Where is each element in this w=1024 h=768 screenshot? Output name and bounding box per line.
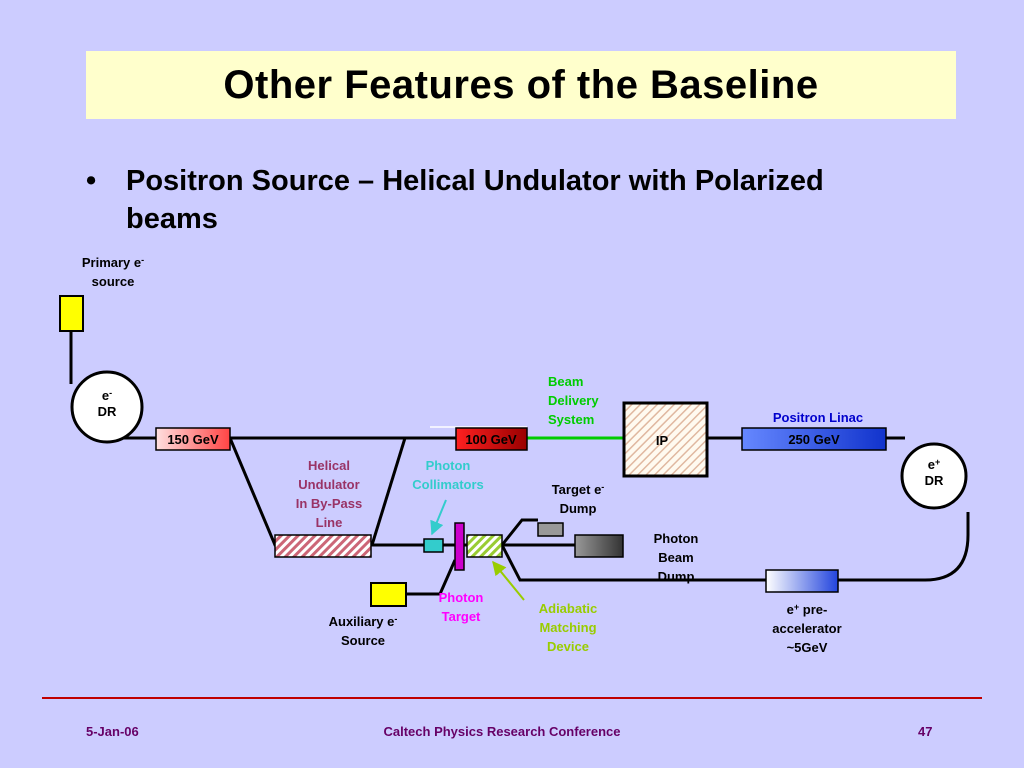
linac-150-box: [155, 427, 231, 451]
footer-rule: [42, 697, 982, 699]
positron-dr-label: e+DR: [925, 457, 944, 488]
target-dump-label: Target e-Dump: [552, 482, 605, 516]
photon-beam-dump-box: [574, 534, 624, 558]
positron-linac-label: Positron Linac: [773, 410, 863, 425]
line-aux-source: [406, 559, 457, 596]
helical-undulator-box: [274, 534, 372, 558]
bullet-text: Positron Source – Helical Undulator with…: [126, 165, 824, 235]
electron-dr-label: e-DR: [98, 388, 117, 419]
beam-lines: [69, 331, 970, 596]
photon-target-box: [454, 522, 465, 571]
auxiliary-source-box: [370, 582, 407, 607]
primary-source-label: Primary e-source: [82, 255, 144, 289]
footer-date: 5-Jan-06: [86, 724, 139, 739]
adiabatic-arrow: [492, 560, 525, 601]
target-dump-box: [537, 522, 564, 537]
electron-damping-ring: [70, 370, 144, 444]
footer-conference: Caltech Physics Research Conference: [383, 724, 621, 739]
linac-150-label: 150 GeV: [167, 432, 219, 447]
bullet-glyph: •: [86, 165, 97, 197]
linac-100-label: 100 GeV: [465, 432, 517, 447]
line-return-loop: [838, 512, 970, 582]
linac-250-label: 250 GeV: [788, 432, 840, 447]
linac-250-box: [741, 427, 887, 451]
photon-collimator-box: [423, 538, 444, 553]
bullet-item: • Positron Source – Helical Undulator wi…: [86, 162, 846, 238]
ip-box: [622, 401, 709, 478]
adiabatic-device-box: [466, 534, 503, 558]
positron-damping-ring: [900, 442, 968, 510]
primary-source-box: [59, 295, 84, 332]
auxiliary-source-label: Auxiliary e-Source: [329, 614, 398, 648]
pre-accelerator-box: [765, 569, 839, 593]
footer-page-number: 47: [918, 724, 933, 739]
pre-accelerator-label: e+ pre-accelerator~5GeV: [772, 602, 841, 655]
line-bypass: [228, 437, 538, 547]
photon-collimators-arrow: [430, 499, 447, 536]
title-box: Other Features of the Baseline: [86, 51, 956, 119]
line-bypass-return: [370, 437, 407, 546]
line-pre-accel: [500, 544, 766, 582]
linac-100-box: [455, 427, 528, 451]
positron-source-diagram: Primary e-source e-DR 150 GeV 100 GeV Be…: [59, 255, 970, 655]
slide-title: Other Features of the Baseline: [223, 62, 819, 107]
ip-label: IP: [656, 433, 669, 448]
